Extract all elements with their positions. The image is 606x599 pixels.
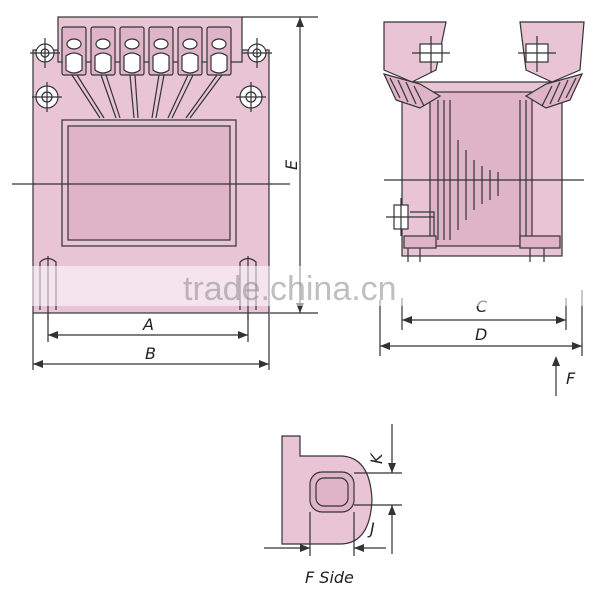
dimension-d: D	[380, 325, 582, 350]
watermark: trade.china.cn	[183, 270, 397, 308]
f-side-detail: K J F Side	[264, 424, 402, 587]
laminations	[437, 100, 527, 240]
bracket-right	[519, 21, 585, 83]
label-j: J	[367, 519, 375, 538]
core-window-inner	[67, 125, 231, 241]
dimension-b: B	[32, 313, 270, 370]
side-view	[379, 21, 585, 356]
dimension-a: A	[47, 313, 249, 342]
label-f: F	[566, 369, 576, 388]
watermark-band	[0, 266, 606, 306]
f-side-slot	[309, 471, 355, 513]
terminal-6	[206, 26, 232, 76]
terminal-2	[90, 26, 116, 76]
label-e: E	[282, 159, 301, 170]
terminal-5	[177, 26, 203, 76]
terminals	[61, 26, 232, 76]
core-window-outer	[61, 119, 237, 247]
label-a: A	[142, 315, 154, 334]
label-b: B	[145, 344, 156, 363]
side-bolts	[386, 198, 561, 262]
mounting-holes	[30, 38, 272, 112]
terminal-1	[61, 26, 87, 76]
terminal-3	[119, 26, 145, 76]
label-f-side: F Side	[305, 568, 354, 587]
f-arrow: F	[552, 356, 576, 396]
terminal-4	[148, 26, 174, 76]
hatched-brackets	[382, 73, 584, 109]
label-d: D	[475, 325, 487, 344]
coil	[429, 91, 533, 247]
label-k: K	[367, 452, 386, 464]
top-bolts	[412, 36, 556, 72]
dimension-e: E	[242, 16, 318, 314]
lead-wires	[71, 74, 223, 119]
